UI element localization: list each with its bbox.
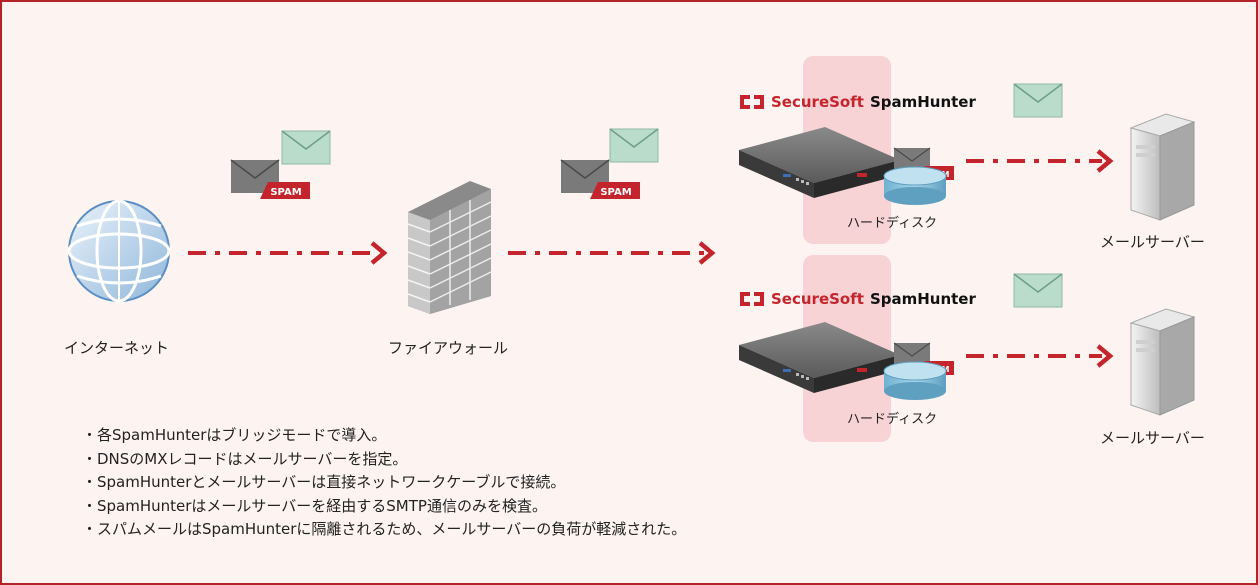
spamhunter-brand-lower: SecureSoft SpamHunter	[739, 290, 976, 308]
dash-dot-arrow-icon	[966, 149, 1114, 173]
clean-envelope-icon	[1013, 273, 1063, 308]
clean-envelope-icon	[1013, 83, 1063, 118]
note-item: ・SpamHunterとメールサーバーは直接ネットワークケーブルで接続。	[82, 473, 566, 491]
spamhunter-appliance-icon	[739, 127, 900, 198]
brand-name-black: SpamHunter	[869, 93, 976, 111]
mail-server-label-lower: メールサーバー	[1100, 429, 1205, 447]
dash-dot-arrow-icon	[508, 241, 716, 265]
hard-disk-label-lower: ハードディスク	[847, 412, 938, 427]
hard-disk-label-upper: ハードディスク	[847, 216, 938, 231]
spam-envelope-icon: SPAM	[560, 159, 640, 199]
hard-disk-icon	[883, 361, 947, 400]
note-item: ・各SpamHunterはブリッジモードで導入。	[82, 426, 387, 444]
dash-dot-arrow-icon	[188, 241, 388, 265]
note-item: ・SpamHunterはメールサーバーを経由するSMTP通信のみを検査。	[82, 496, 547, 515]
internet-label: インターネット	[64, 339, 170, 357]
mail-server-label-upper: メールサーバー	[1100, 233, 1205, 251]
clean-envelope-icon	[609, 128, 659, 163]
securesoft-logo-icon	[740, 292, 764, 306]
notes-list: ・各SpamHunterはブリッジモードで導入。 ・DNSのMXレコードはメール…	[82, 424, 686, 542]
internet-globe-icon	[67, 199, 171, 303]
clean-envelope-icon	[281, 130, 331, 165]
svg-text:SPAM: SPAM	[270, 187, 301, 198]
note-item: ・DNSのMXレコードはメールサーバーを指定。	[82, 449, 408, 468]
mail-server-icon	[1129, 308, 1196, 416]
firewall-label: ファイアウォール	[388, 339, 509, 357]
mail-server-icon	[1129, 113, 1196, 221]
securesoft-logo-icon	[740, 95, 764, 109]
hard-disk-icon	[883, 166, 947, 205]
spamhunter-appliance-icon	[739, 322, 900, 393]
note-item: ・スパムメールはSpamHunterに隔離されるため、メールサーバーの負荷が軽減…	[82, 520, 687, 538]
svg-text:SPAM: SPAM	[600, 187, 631, 198]
brand-name-black: SpamHunter	[869, 290, 976, 308]
firewall-brick-icon	[407, 181, 492, 314]
brand-name-red: SecureSoft	[771, 93, 864, 111]
spam-envelope-icon: SPAM	[230, 159, 310, 199]
brand-name-red: SecureSoft	[771, 290, 864, 308]
spamhunter-brand-upper: SecureSoft SpamHunter	[739, 93, 976, 111]
dash-dot-arrow-icon	[966, 344, 1114, 368]
